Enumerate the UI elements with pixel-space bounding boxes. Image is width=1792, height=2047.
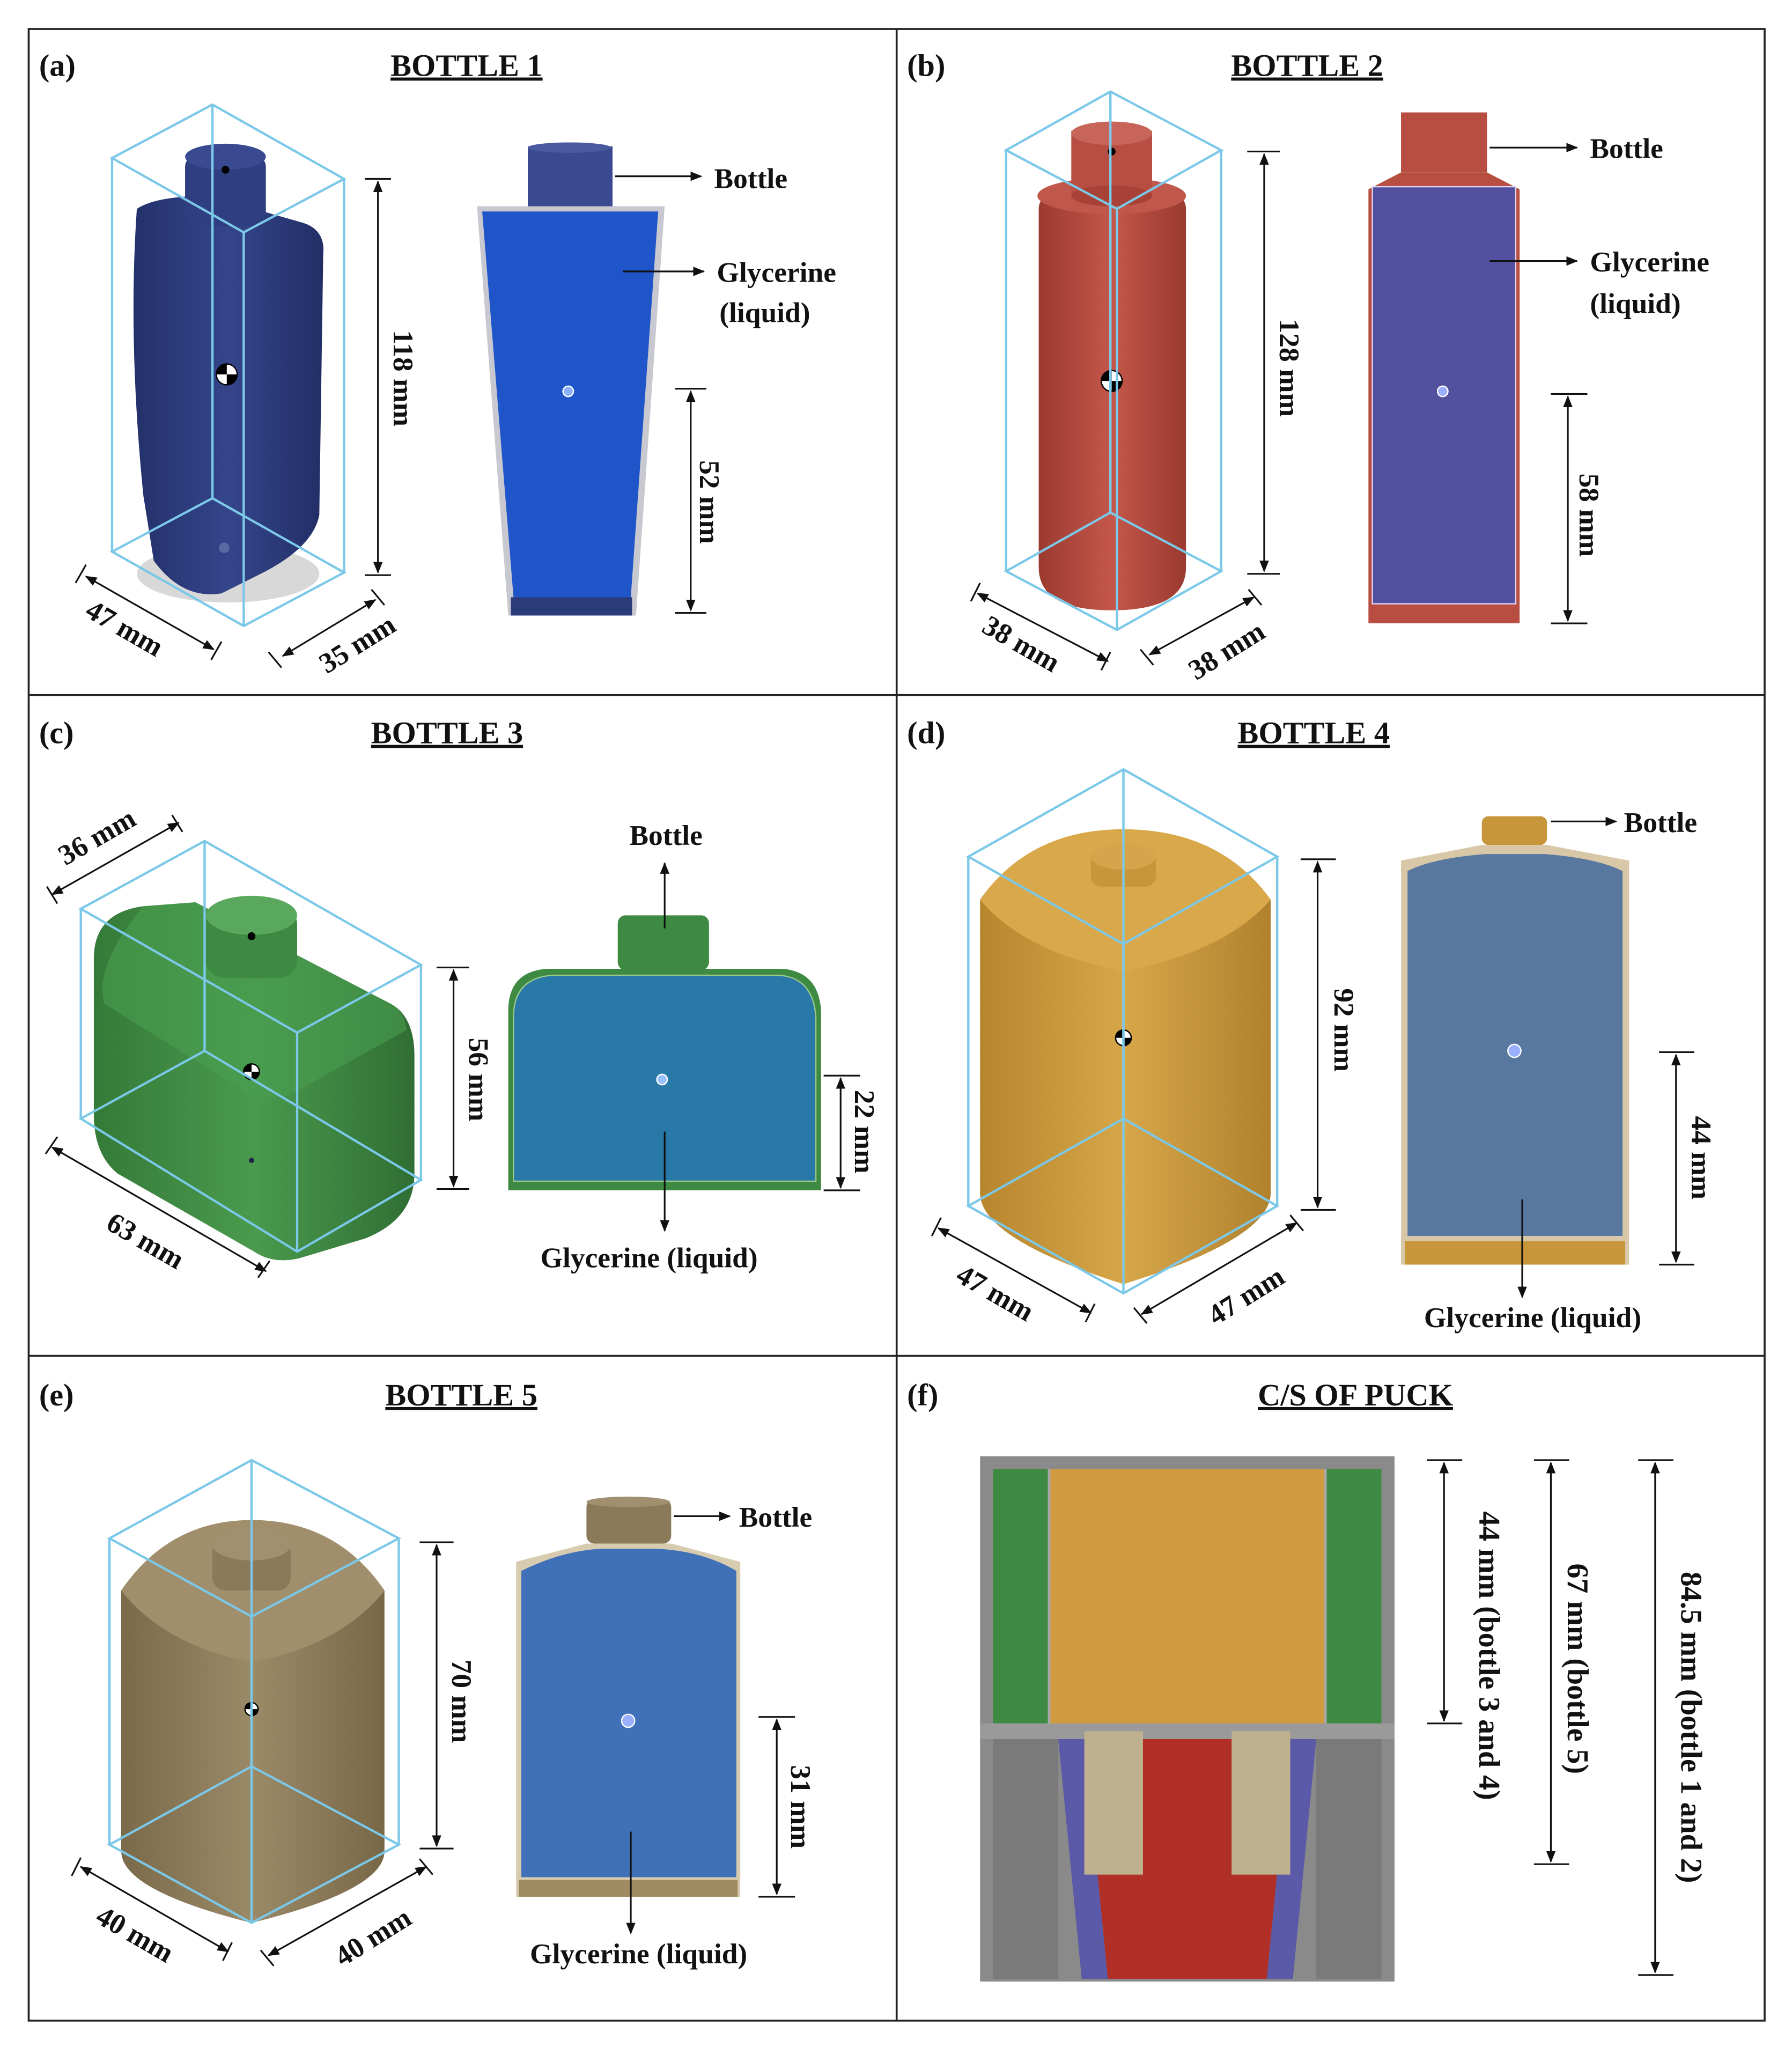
dims-a-section	[615, 171, 706, 614]
dim-b-width: 38 mm	[977, 609, 1066, 679]
bottle-5-iso	[121, 1520, 385, 1923]
panel-d-title: BOTTLE 4	[1238, 716, 1390, 750]
dim-d-level: 44 mm	[1685, 1116, 1717, 1199]
bottle-2-iso	[1037, 121, 1186, 610]
panel-a-title: BOTTLE 1	[390, 48, 543, 83]
label-a-liquid: Glycerine	[717, 256, 836, 288]
dims-e	[71, 1541, 454, 1967]
panel-b-title: BOTTLE 2	[1231, 48, 1383, 83]
panel-d-letter: (d)	[907, 716, 945, 750]
dim-a-height: 118 mm	[387, 330, 419, 426]
dim-a-level: 52 mm	[694, 460, 726, 544]
panel-b: (b) BOTTLE 2 128 mm 38 mm 3	[907, 48, 1709, 687]
dim-a-width: 47 mm	[80, 593, 169, 663]
panel-c-title: BOTTLE 3	[371, 716, 523, 750]
bottle-4-iso	[980, 829, 1271, 1284]
dim-c-depth: 36 mm	[53, 802, 141, 872]
panel-c-letter: (c)	[39, 716, 74, 750]
panel-borders	[27, 28, 1766, 2022]
dims-b-section	[1489, 143, 1588, 624]
label-e-bottle: Bottle	[739, 1501, 813, 1533]
dim-c-width: 63 mm	[101, 1206, 190, 1276]
label-b-liquid-2: (liquid)	[1590, 288, 1680, 320]
bottle-1-section	[477, 142, 665, 616]
dim-e-level: 31 mm	[785, 1765, 817, 1849]
label-b-bottle: Bottle	[1590, 132, 1663, 165]
dims-a	[75, 178, 391, 668]
panel-c: (c) BOTTLE 3 56 mm 63 mm 36	[39, 716, 881, 1278]
dim-b-depth: 38 mm	[1183, 615, 1271, 686]
label-e-liquid: Glycerine (liquid)	[530, 1938, 747, 1970]
dims-d-section	[1517, 816, 1694, 1299]
label-c-liquid: Glycerine (liquid)	[540, 1241, 757, 1273]
panel-b-letter: (b)	[907, 48, 945, 83]
bottle-1-iso	[133, 143, 324, 603]
dim-f-3: 84.5 mm (bottle 1 and 2)	[1674, 1572, 1707, 1883]
dim-e-width: 40 mm	[91, 1899, 180, 1969]
dims-b	[970, 150, 1280, 671]
panel-a-letter: (a)	[39, 48, 76, 83]
bounding-box-2	[1004, 90, 1224, 631]
panel-e-letter: (e)	[39, 1378, 74, 1412]
label-d-liquid: Glycerine (liquid)	[1424, 1301, 1641, 1334]
bottle-3-iso	[93, 895, 415, 1261]
label-c-bottle: Bottle	[629, 819, 703, 851]
dim-f-1: 44 mm (bottle 3 and 4)	[1472, 1511, 1506, 1800]
dim-a-depth: 35 mm	[313, 608, 401, 680]
bounding-box-4	[965, 768, 1280, 1295]
panel-f-title: C/S OF PUCK	[1258, 1378, 1453, 1412]
panel-a: (a) BOTTLE 1 118 mm 4	[39, 48, 836, 680]
dim-e-depth: 40 mm	[329, 1901, 417, 1972]
bottle-2-section	[1368, 112, 1520, 624]
label-d-bottle: Bottle	[1624, 806, 1698, 838]
bottle-5-section	[516, 1497, 741, 1897]
panel-f-letter: (f)	[907, 1378, 938, 1412]
dim-d-width: 47 mm	[951, 1258, 1039, 1328]
dims-d	[931, 858, 1336, 1324]
dim-b-height: 128 mm	[1273, 319, 1306, 417]
dims-e-section	[626, 1511, 795, 1935]
dims-f	[1427, 1459, 1673, 1976]
panel-e: (e) BOTTLE 5 70 mm 40 mm 40 mm	[39, 1378, 817, 1972]
dim-e-height: 70 mm	[446, 1660, 478, 1743]
dims-c	[45, 814, 469, 1278]
label-a-liquid-2: (liquid)	[719, 297, 810, 329]
dim-c-level: 22 mm	[849, 1090, 881, 1174]
dim-f-2: 67 mm (bottle 5)	[1561, 1563, 1594, 1774]
label-b-liquid: Glycerine	[1590, 246, 1709, 278]
panel-d: (d) BOTTLE 4 92 mm 47 mm 47 mm	[907, 716, 1717, 1334]
dim-c-height: 56 mm	[463, 1038, 495, 1122]
bottle-3-section	[508, 915, 821, 1191]
label-a-bottle: Bottle	[714, 162, 788, 194]
puck-cross-section	[980, 1456, 1395, 1982]
dim-d-height: 92 mm	[1328, 988, 1360, 1072]
bottle-4-section	[1401, 816, 1629, 1265]
panel-f: (f) C/S OF PUCK 44 mm (bottle 3 and 4)	[907, 1378, 1707, 1982]
panel-e-title: BOTTLE 5	[385, 1378, 537, 1412]
dims-c-section	[660, 861, 860, 1232]
dim-b-level: 58 mm	[1573, 473, 1605, 557]
